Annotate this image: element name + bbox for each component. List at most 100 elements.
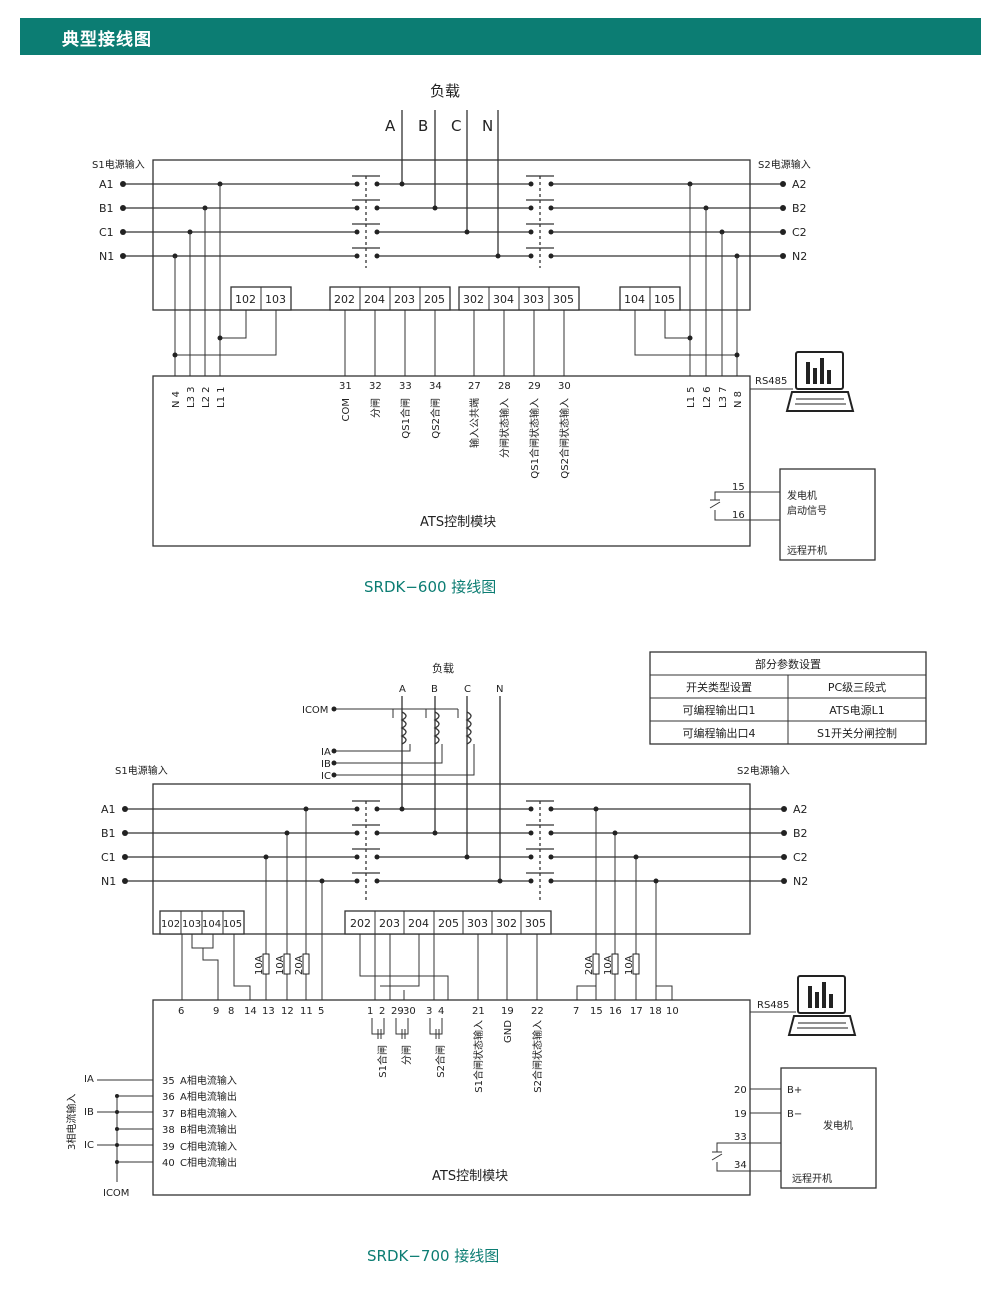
s1-line-c1-700: C1 bbox=[101, 851, 116, 864]
load-label-600: 负载 bbox=[430, 82, 460, 100]
ci-src-ia: IA bbox=[84, 1074, 94, 1085]
remote-start-600: 远程开机 bbox=[787, 544, 827, 557]
terminal-305-700: 305 bbox=[525, 917, 546, 930]
fuse-label-r1: 20A bbox=[584, 955, 595, 975]
s1-label-700: S1电源输入 bbox=[115, 764, 168, 777]
fuse-label-l2: 10A bbox=[275, 955, 286, 975]
terminal-203-700: 203 bbox=[379, 917, 400, 930]
left-terminal-strip-700 bbox=[159, 910, 245, 935]
pin-3-700: 3 bbox=[426, 1006, 432, 1017]
label-qs1-status-600: QS1合闸状态输入 bbox=[528, 398, 541, 479]
pin-l26-600: L2 6 bbox=[702, 387, 713, 408]
pin-n8-600: N 8 bbox=[733, 391, 744, 408]
rs485-label-600: RS485 bbox=[755, 376, 787, 387]
s2-label-700: S2电源输入 bbox=[737, 764, 790, 777]
ci-label-40: C相电流输出 bbox=[180, 1156, 237, 1169]
gen-start-signal-600: 启动信号 bbox=[787, 504, 827, 517]
pin-28-600: 28 bbox=[498, 381, 511, 392]
s1-line-b1: B1 bbox=[99, 202, 114, 215]
generator-wires-700 bbox=[711, 1088, 781, 1172]
ci-label-35: A相电流输入 bbox=[180, 1074, 237, 1087]
phase-c-label-600: C bbox=[451, 117, 461, 135]
pin-18-700: 18 bbox=[649, 1006, 662, 1017]
label-s2-close-700: S2合闸 bbox=[434, 1045, 447, 1078]
switch-box-600 bbox=[152, 159, 751, 311]
pin-9-700: 9 bbox=[213, 1006, 219, 1017]
pin-33-600: 33 bbox=[399, 381, 412, 392]
pin-l11-600: L1 1 bbox=[216, 387, 227, 408]
label-s2-status-700: S2合闸状态输入 bbox=[531, 1020, 544, 1093]
page-title: 典型接线图 bbox=[62, 30, 152, 50]
current-side-label: 3相电流输入 bbox=[65, 1094, 78, 1150]
label-qs2-status-600: QS2合闸状态输入 bbox=[558, 398, 571, 479]
gen-pin-20-700: 20 bbox=[734, 1085, 747, 1096]
pin-34-600: 34 bbox=[429, 381, 442, 392]
label-gnd-700: GND bbox=[503, 1020, 514, 1043]
params-r3-key: 可编程输出口4 bbox=[683, 726, 756, 740]
s1-line-a1: A1 bbox=[99, 178, 114, 191]
terminal-205-700: 205 bbox=[438, 917, 459, 930]
laptop-icon-700 bbox=[787, 975, 857, 1036]
ct-ic-label: IC bbox=[321, 771, 331, 782]
generator-wires-600 bbox=[709, 491, 780, 521]
phase-a-label-700: A bbox=[399, 684, 406, 695]
pin-31-600: 31 bbox=[339, 381, 352, 392]
laptop-icon bbox=[785, 351, 855, 412]
label-open-status-600: 分闸状态输入 bbox=[498, 398, 511, 458]
caption-700: SRDK−700 接线图 bbox=[367, 1247, 499, 1265]
rs485-label-700: RS485 bbox=[757, 1000, 789, 1011]
phase-n-label-600: N bbox=[482, 117, 493, 135]
pin-21-700: 21 bbox=[472, 1006, 485, 1017]
params-r3-val: S1开关分闸控制 bbox=[817, 726, 897, 740]
label-open-700: 分闸 bbox=[400, 1045, 413, 1065]
switch-contacts-600 bbox=[352, 175, 554, 268]
phase-b-label-600: B bbox=[418, 117, 428, 135]
terminal-204-700: 204 bbox=[408, 917, 429, 930]
pin-1-700: 1 bbox=[367, 1006, 373, 1017]
s1-line-n1-700: N1 bbox=[101, 875, 116, 888]
terminal-204-600: 204 bbox=[364, 293, 385, 306]
gen-pin-15-600: 15 bbox=[732, 482, 745, 493]
pin-15-700: 15 bbox=[590, 1006, 603, 1017]
label-open-600: 分闸 bbox=[369, 398, 382, 418]
switch-contacts-700 bbox=[352, 800, 554, 900]
terminal-104-600: 104 bbox=[624, 293, 645, 306]
label-s1-status-700: S1合闸状态输入 bbox=[472, 1020, 485, 1093]
ci-pin-35: 35 bbox=[162, 1076, 175, 1087]
pin-l22-600: L2 2 bbox=[201, 387, 212, 408]
pin-29-700: 29 bbox=[391, 1006, 404, 1017]
ci-src-ic: IC bbox=[84, 1140, 94, 1151]
pin-4-700: 4 bbox=[438, 1006, 444, 1017]
ci-pin-36: 36 bbox=[162, 1092, 175, 1103]
terminal-202-600: 202 bbox=[334, 293, 355, 306]
terminal-104-700: 104 bbox=[202, 919, 221, 930]
terminal-105-700: 105 bbox=[223, 919, 242, 930]
gen-term-bplus: B+ bbox=[787, 1085, 802, 1096]
gen-term-bminus: B− bbox=[787, 1109, 802, 1120]
phase-c-label-700: C bbox=[464, 684, 471, 695]
s2-line-a2: A2 bbox=[792, 178, 807, 191]
ci-pin-37: 37 bbox=[162, 1109, 175, 1120]
pin-30-600: 30 bbox=[558, 381, 571, 392]
phase-b-label-700: B bbox=[431, 684, 438, 695]
pin-13-700: 13 bbox=[262, 1006, 275, 1017]
diagram-srdk700: 负载 A B C N ICOM IA IB IC S1电源输入 S2电源 bbox=[65, 661, 877, 1265]
module-label-700: ATS控制模块 bbox=[432, 1169, 508, 1184]
current-input-wires-700 bbox=[97, 1079, 153, 1182]
terminal-305-600: 305 bbox=[553, 293, 574, 306]
s1-line-a1-700: A1 bbox=[101, 803, 116, 816]
pin-32-600: 32 bbox=[369, 381, 382, 392]
terminal-202-700: 202 bbox=[350, 917, 371, 930]
diagram-srdk600: 负载 A B C N S1电源输入 S2电源输入 A1 B1 C1 N1 A2 … bbox=[92, 82, 876, 596]
pin-17-700: 17 bbox=[630, 1006, 643, 1017]
params-r2-val: ATS电源L1 bbox=[829, 703, 885, 717]
s1-label-600: S1电源输入 bbox=[92, 158, 145, 171]
header-bar: 典型接线图 bbox=[20, 18, 981, 55]
terminal-105-600: 105 bbox=[654, 293, 675, 306]
s1-line-b1-700: B1 bbox=[101, 827, 116, 840]
ci-label-38: B相电流输出 bbox=[180, 1123, 237, 1136]
generator-box-700 bbox=[780, 1067, 877, 1189]
ci-label-37: B相电流输入 bbox=[180, 1107, 237, 1120]
phase-n-label-700: N bbox=[496, 684, 503, 695]
switch-contact-dots-700 bbox=[354, 806, 554, 884]
